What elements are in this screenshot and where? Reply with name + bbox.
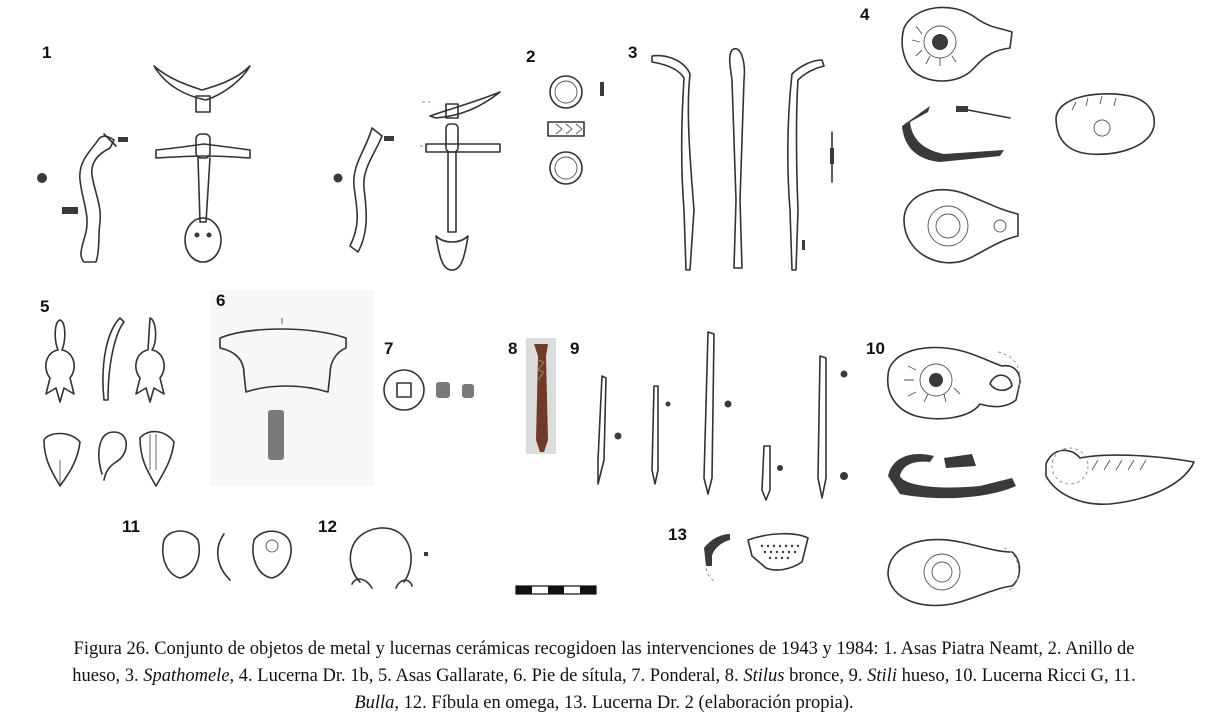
label-7: 7 bbox=[384, 339, 393, 358]
item-12-omega-fibula: 12 bbox=[318, 517, 428, 589]
caption-stili: Stili bbox=[867, 666, 897, 686]
label-4: 4 bbox=[860, 5, 870, 24]
item-10-lucerna-ricci-g: 10 bbox=[866, 339, 1195, 607]
label-8: 8 bbox=[508, 339, 517, 358]
label-10: 10 bbox=[866, 339, 885, 358]
label-9: 9 bbox=[570, 339, 579, 358]
label-13: 13 bbox=[668, 525, 687, 544]
item-6-situla-foot: 6 bbox=[210, 290, 374, 486]
caption-spathomele: Spathomele bbox=[143, 666, 230, 686]
item-9-bone-styli: 9 bbox=[570, 331, 848, 501]
label-11: 11 bbox=[122, 517, 140, 536]
item-7-weight: 7 bbox=[383, 339, 474, 411]
item-11-bulla: 11 bbox=[122, 517, 292, 581]
label-1: 1 bbox=[42, 43, 51, 62]
item-2-bone-ring: 2 bbox=[526, 47, 604, 185]
artifact-plate: 1 2 bbox=[37, 5, 1195, 607]
label-2: 2 bbox=[526, 47, 535, 66]
caption-stilus: Stilus bbox=[743, 666, 785, 686]
label-5: 5 bbox=[40, 297, 49, 316]
caption-line-2a: hueso, 3. bbox=[72, 666, 144, 686]
label-6: 6 bbox=[216, 291, 225, 310]
item-4-lucerna-dr1b: 4 bbox=[860, 5, 1155, 264]
label-3: 3 bbox=[628, 43, 637, 62]
label-12: 12 bbox=[318, 517, 337, 536]
figure-caption: Figura 26. Conjunto de objetos de metal … bbox=[0, 636, 1208, 717]
scale-bar bbox=[515, 585, 597, 595]
caption-line-3b: , 12. Fíbula en omega, 13. Lucerna Dr. 2… bbox=[394, 693, 854, 713]
caption-bulla: Bulla bbox=[354, 693, 395, 713]
caption-line-1: Figura 26. Conjunto de objetos de metal … bbox=[73, 639, 1135, 659]
item-3-spathomele: 3 bbox=[628, 43, 834, 271]
caption-line-2c: , 4. Lucerna Dr. 1b, 5. Asas Gallarate, … bbox=[229, 666, 744, 686]
item-8-bronze-stylus: 8 bbox=[508, 338, 556, 454]
item-1-handles: 1 bbox=[37, 43, 501, 271]
item-5-handles-gallarate: 5 bbox=[40, 297, 175, 487]
caption-line-2e: bronce, 9. bbox=[784, 666, 868, 686]
item-13-lucerna-dr2: 13 bbox=[668, 525, 809, 583]
caption-line-2g: hueso, 10. Lucerna Ricci G, 11. bbox=[896, 666, 1136, 686]
